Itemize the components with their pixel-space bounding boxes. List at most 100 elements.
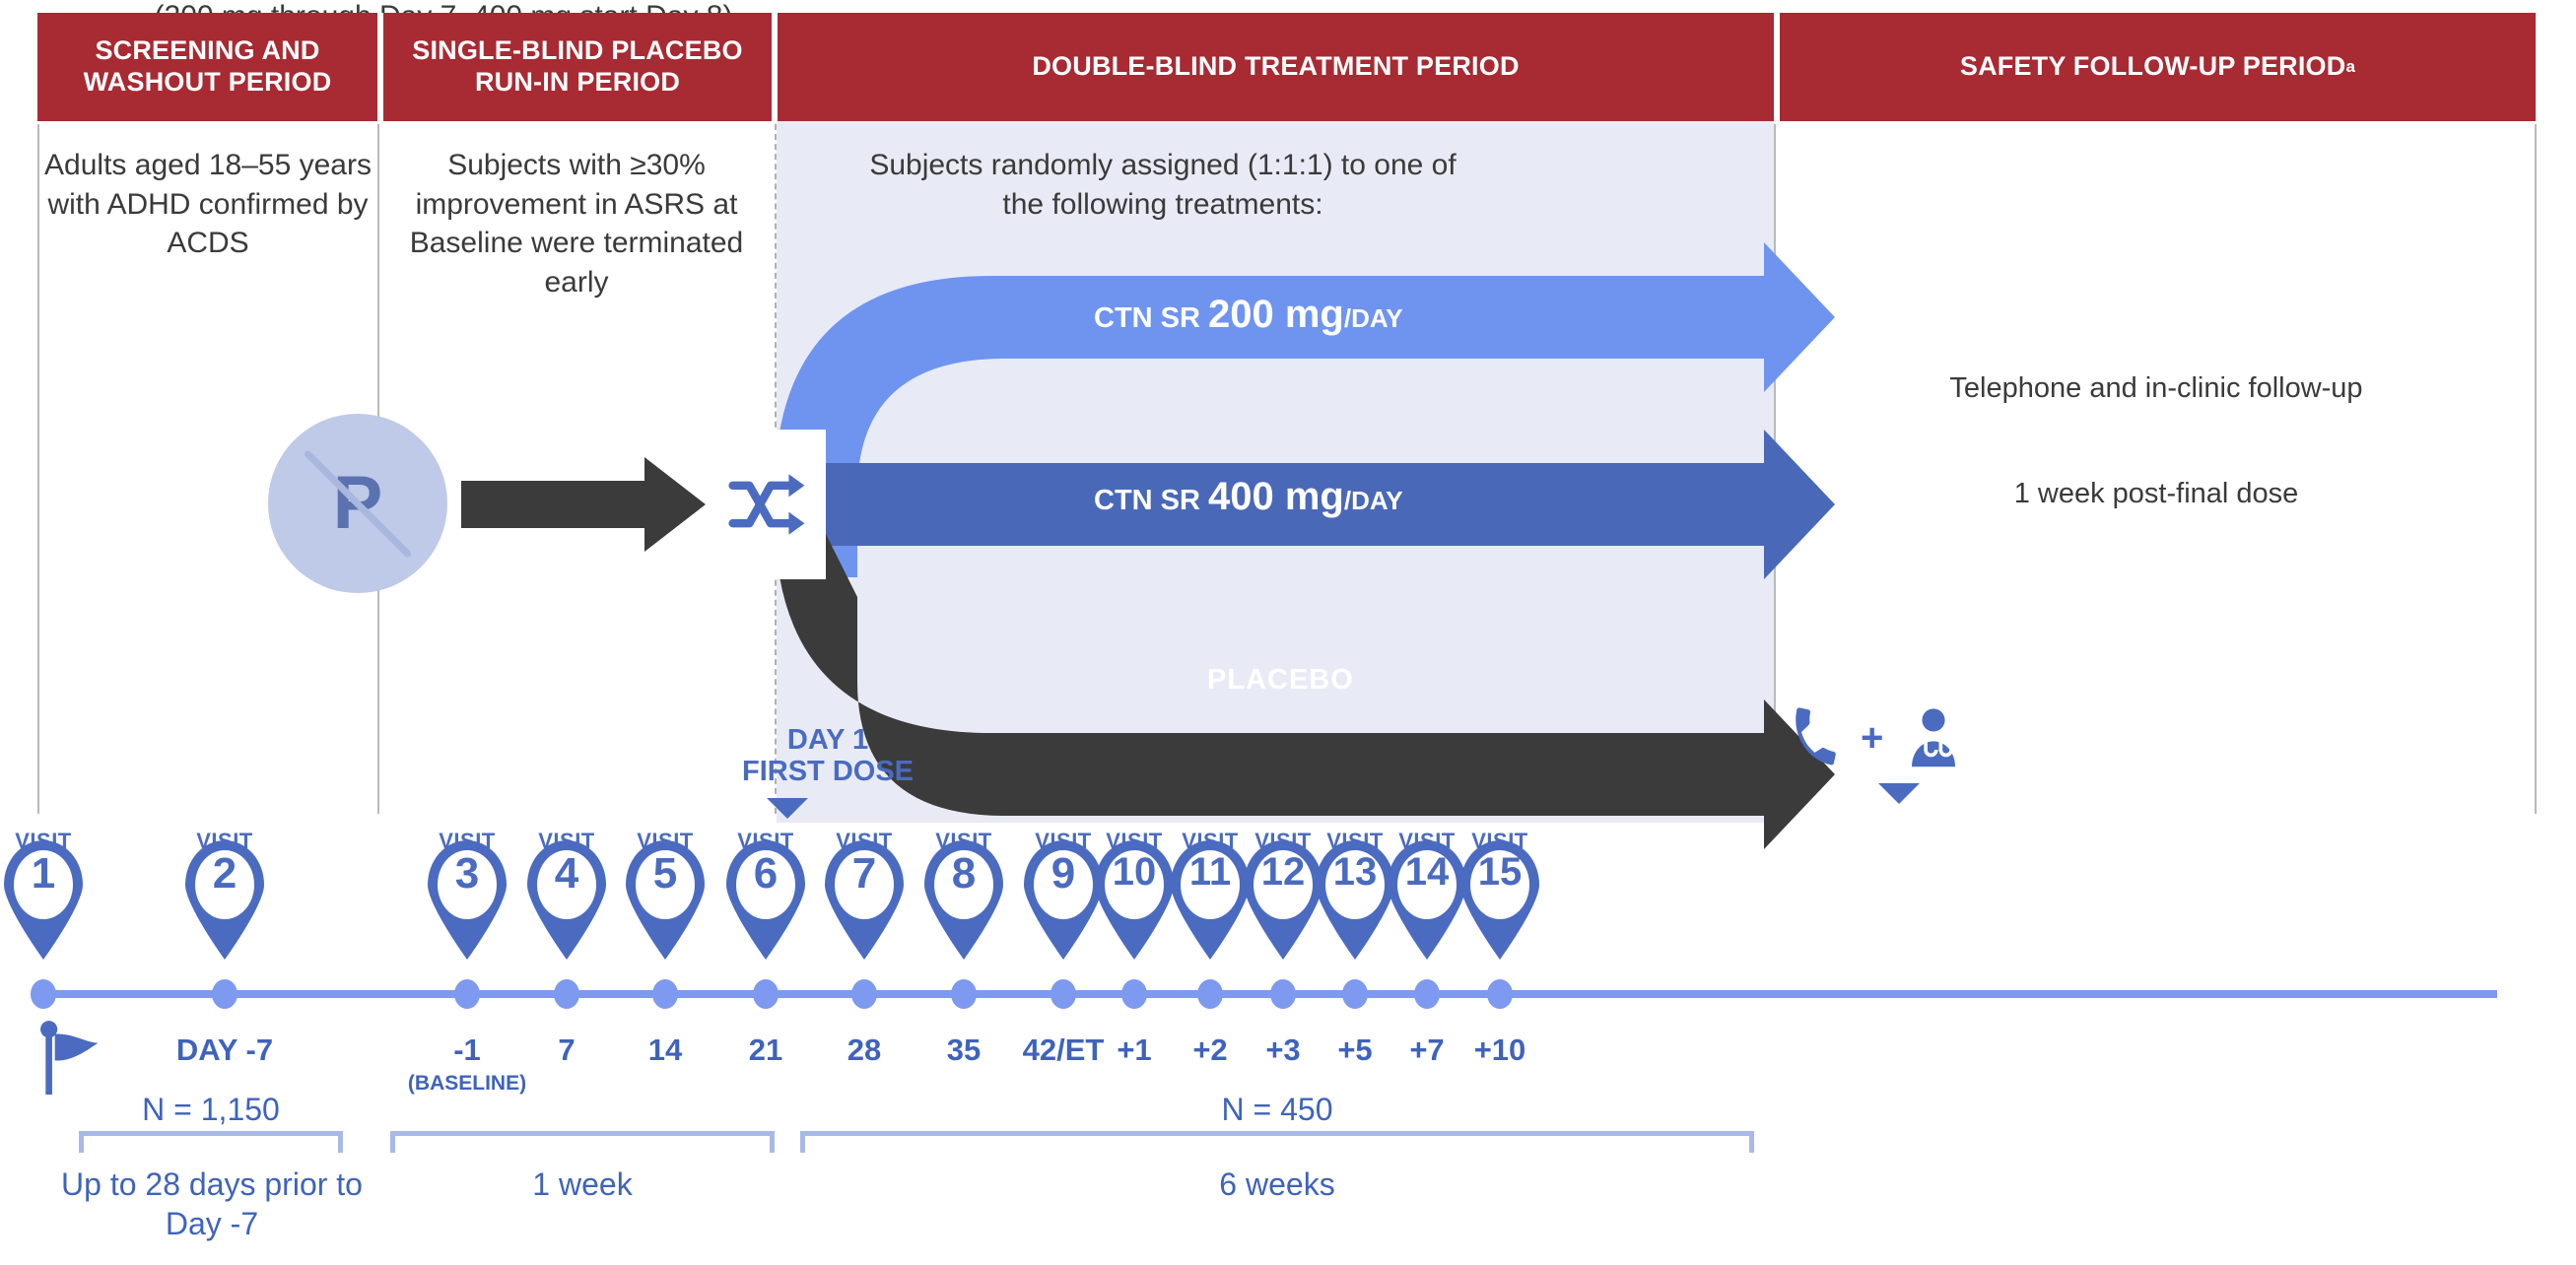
timeline-axis: [34, 990, 2497, 998]
timeline-node-15[interactable]: [1487, 979, 1513, 1009]
timeline-node-13[interactable]: [1342, 979, 1368, 1009]
flag-icon: [40, 1021, 99, 1096]
period-title-safety-followup: SAFETY FOLLOW-UP PERIOD: [1959, 51, 2346, 82]
first-dose-line2: FIRST DOSE: [741, 756, 914, 788]
arm-prefix-ctn200: CTN SR: [1094, 302, 1200, 334]
bracket-run-in: [390, 1131, 775, 1153]
visit-word-2: VISIT: [196, 829, 253, 853]
timeline-node-4[interactable]: [554, 979, 579, 1009]
duration-double-blind: 6 weeks: [1219, 1166, 1335, 1202]
pin-shape-icon: [185, 840, 264, 960]
visit-number-11: 11: [1188, 850, 1232, 894]
visit-word-7: VISIT: [836, 829, 893, 853]
day-label-visit-14: +7: [1409, 1032, 1445, 1067]
day-label-visit-3: -1: [453, 1032, 481, 1067]
visit-word-3: VISIT: [439, 829, 496, 853]
timeline-node-9[interactable]: [1051, 979, 1076, 1009]
arm-prefix-ctn400: CTN SR: [1094, 485, 1200, 516]
visit-number-10: 10: [1112, 850, 1157, 894]
day-label-visit-2: DAY -7: [175, 1032, 274, 1067]
period-title-run-in: SINGLE-BLIND PLACEBO RUN-IN PERIOD: [412, 35, 743, 97]
pin-shape-icon: [1388, 840, 1466, 960]
visit-word-13: VISIT: [1326, 829, 1384, 853]
pill-to-randomization-arrow-icon: [461, 457, 706, 552]
pin-shape-icon: [428, 840, 507, 960]
day-label-visit-13: +5: [1337, 1032, 1373, 1067]
visit-number-7: 7: [851, 849, 877, 898]
shuffle-arrow-bottom: [788, 511, 805, 535]
divider-left-edge: [37, 124, 39, 814]
timeline-node-2[interactable]: [212, 979, 237, 1009]
day-label-visit-12: +3: [1265, 1032, 1301, 1067]
visit-number-2: 2: [212, 849, 237, 898]
visit-number-14: 14: [1404, 850, 1450, 894]
visit-number-12: 12: [1260, 850, 1306, 894]
bracket-double-blind: [800, 1131, 1754, 1153]
period-header-run-in: SINGLE-BLIND PLACEBO RUN-IN PERIOD: [380, 13, 772, 121]
timeline-node-8[interactable]: [951, 979, 977, 1009]
pin-shape-icon: [4, 840, 83, 960]
timeline-node-12[interactable]: [1270, 979, 1296, 1009]
pin-shape-icon: [1316, 840, 1394, 960]
randomization-box: [715, 430, 826, 579]
shuffle-icon: [728, 474, 805, 535]
visit-word-15: VISIT: [1471, 829, 1528, 853]
visit-word-10: VISIT: [1106, 829, 1163, 853]
footnote-marker-a: a: [2345, 56, 2356, 76]
timeline-node-3[interactable]: [454, 979, 480, 1009]
arm-unit-ctn400: /DAY: [1343, 486, 1403, 515]
visit-number-5: 5: [652, 849, 678, 898]
pin-shape-icon: [1024, 840, 1103, 960]
arm-arrow-ctn200-icon: [775, 242, 1835, 577]
pin-shape-icon: [626, 840, 705, 960]
arm-unit-ctn200: /DAY: [1343, 303, 1403, 333]
baseline-sublabel: (BASELINE): [407, 1072, 527, 1095]
pin-shape-icon: [527, 840, 606, 960]
visit-number-3: 3: [454, 849, 480, 898]
randomization-description: Subjects randomly assigned (1:1:1) to on…: [869, 149, 1457, 221]
timeline-node-1[interactable]: [31, 979, 56, 1009]
timeline-node-11[interactable]: [1197, 979, 1223, 1009]
timeline-node-10[interactable]: [1121, 979, 1147, 1009]
doctor-icon: [1912, 708, 1956, 767]
timeline-node-6[interactable]: [753, 979, 779, 1009]
visit-word-9: VISIT: [1035, 829, 1092, 853]
timeline-node-7[interactable]: [851, 979, 877, 1009]
visit-number-4: 4: [554, 849, 579, 898]
duration-screening: Up to 28 days prior to Day -7: [61, 1166, 363, 1241]
followup-plus-symbol: +: [1861, 716, 1884, 760]
visit-word-4: VISIT: [538, 829, 595, 853]
pin-shape-icon: [1095, 840, 1174, 960]
visit-number-9: 9: [1051, 849, 1076, 898]
followup-icon-group: +: [1784, 707, 1968, 768]
bracket-screening: [79, 1131, 343, 1153]
visit-word-5: VISIT: [637, 829, 694, 853]
arm-label-placebo: PLACEBO: [1207, 664, 1354, 696]
visit-word-12: VISIT: [1254, 829, 1312, 853]
run-in-description: Subjects with ≥30% improvement in ASRS a…: [409, 149, 744, 299]
timeline-node-14[interactable]: [1414, 979, 1440, 1009]
day-label-visit-11: +2: [1192, 1032, 1228, 1067]
phone-icon: [1796, 707, 1836, 766]
day-label-visit-8: 35: [946, 1032, 982, 1067]
visit-word-6: VISIT: [737, 829, 794, 853]
day-label-visit-4: 7: [558, 1032, 576, 1067]
timeline-node-5[interactable]: [652, 979, 678, 1009]
visit-word-1: VISIT: [15, 829, 72, 853]
